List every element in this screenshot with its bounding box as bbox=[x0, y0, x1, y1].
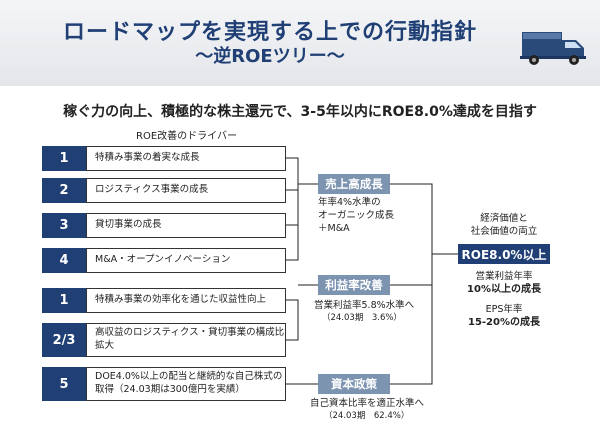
category-desc-margin: 営業利益率5.8%水準へ （24.03期 3.6%） bbox=[314, 300, 415, 323]
driver-item: M&A・オープンイノベーション bbox=[86, 248, 286, 273]
truck-icon bbox=[520, 32, 586, 65]
category-desc-sales: 年率4%水準の オーガニック成長 ＋M&A bbox=[318, 197, 395, 234]
driver-caption: ROE改善のドライバー bbox=[136, 131, 237, 142]
category-label-margin: 利益率改善 bbox=[318, 275, 390, 295]
driver-number: 1 bbox=[42, 146, 86, 171]
op-profit-target: 営業利益年率 10%以上の成長 bbox=[467, 271, 541, 296]
driver-item: 高収益のロジスティクス・貸切事業の構成比拡大 bbox=[86, 323, 286, 357]
category-label-sales: 売上高成長 bbox=[318, 174, 390, 194]
driver-number: 4 bbox=[42, 248, 86, 273]
driver-item: DOE4.0%以上の配当と継続的な自己株式の取得（24.03期は300億円を実績… bbox=[86, 367, 286, 401]
driver-item: 特積み事業の着実な成長 bbox=[86, 146, 286, 171]
eps-target: EPS年率 15-20%の成長 bbox=[467, 304, 540, 329]
page-title: ロードマップを実現する上での行動指針 bbox=[62, 20, 477, 45]
driver-item: 特積み事業の効率化を通じた収益性向上 bbox=[86, 288, 286, 313]
driver-number: 2/3 bbox=[42, 323, 86, 357]
headline: 稼ぐ力の向上、積極的な株主還元で、3-5年以内にROE8.0%達成を目指す bbox=[63, 104, 537, 120]
category-desc-capital: 自己資本比率を適正水準へ （24.03期 62.4%） bbox=[310, 398, 425, 421]
driver-number: 1 bbox=[42, 288, 86, 313]
driver-item: 貸切事業の成長 bbox=[86, 213, 286, 238]
result-top-text: 経済価値と 社会価値の両立 bbox=[470, 213, 538, 238]
header-band bbox=[0, 0, 600, 86]
driver-number: 2 bbox=[42, 178, 86, 203]
driver-number: 3 bbox=[42, 213, 86, 238]
driver-number: 5 bbox=[42, 367, 86, 401]
roe-target: ROE8.0%以上 bbox=[458, 244, 550, 264]
page-subtitle: ～逆ROEツリー～ bbox=[195, 46, 345, 67]
category-label-capital: 資本政策 bbox=[318, 374, 390, 394]
driver-item: ロジスティクス事業の成長 bbox=[86, 178, 286, 203]
